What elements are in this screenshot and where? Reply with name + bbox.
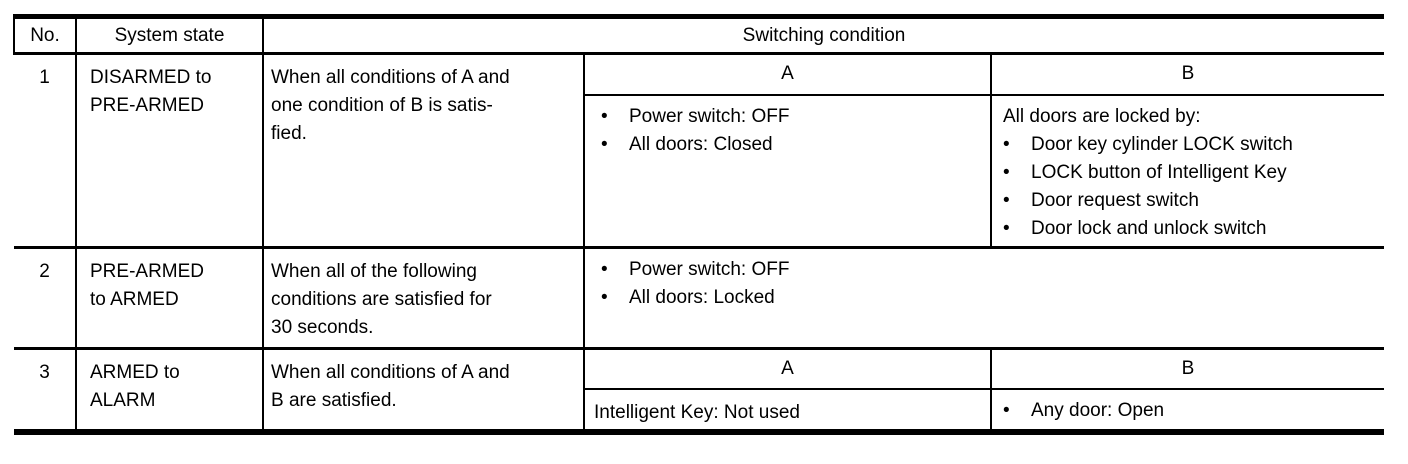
row-1-no: 1 bbox=[14, 53, 77, 249]
condition-b-intro: All doors are locked by: bbox=[1003, 105, 1201, 127]
table-row: 1 DISARMED to PRE-ARMED When all conditi… bbox=[14, 53, 1385, 249]
row-3-subheader-a: A bbox=[584, 348, 992, 390]
col-header-no: No. bbox=[13, 14, 77, 55]
bullet-label: Door key cylinder LOCK switch bbox=[1031, 133, 1293, 155]
row-3-condition-a: Intelligent Key: Not used bbox=[584, 388, 992, 435]
bullet-icon: • bbox=[601, 105, 608, 127]
row-2-description: When all of the following conditions are… bbox=[263, 247, 585, 350]
row-2-condition: • Power switch: OFF • All doors: Locked bbox=[584, 247, 1385, 350]
table-row: • Power switch: OFF • All doors: Closed All… bbox=[14, 94, 1385, 249]
bullet-item: • Power switch: OFF bbox=[601, 256, 1378, 284]
bullet-icon: • bbox=[1003, 217, 1010, 239]
switching-condition-table: No. System state Switching condition 1 D… bbox=[13, 14, 1385, 435]
bullet-item: • Door request switch bbox=[1003, 187, 1378, 215]
row-1-subheader-b: B bbox=[991, 53, 1385, 96]
table-row: 3 ARMED to ALARM When all conditions of … bbox=[14, 348, 1385, 435]
row-1-subheader-a: A bbox=[584, 53, 992, 96]
bullet-label: Power switch: OFF bbox=[629, 259, 790, 280]
bullet-label: All doors: Locked bbox=[629, 287, 775, 308]
table-header-row: No. System state Switching condition bbox=[13, 14, 1385, 55]
bullet-icon: • bbox=[601, 259, 608, 280]
bullet-label: Any door: Open bbox=[1031, 399, 1165, 421]
bullet-item: • All doors: Closed bbox=[601, 131, 984, 159]
bullet-icon: • bbox=[601, 133, 608, 155]
table-row: Intelligent Key: Not used • Any door: Ope… bbox=[14, 388, 1385, 435]
bullet-icon: • bbox=[1003, 161, 1010, 183]
row-3-subheader-b: B bbox=[991, 348, 1385, 390]
bullet-item: • LOCK button of Intelligent Key bbox=[1003, 159, 1378, 187]
row-1-system-state: DISARMED to PRE-ARMED bbox=[76, 53, 264, 249]
bullet-icon: • bbox=[601, 287, 608, 308]
bullet-label: Power switch: OFF bbox=[629, 105, 790, 127]
bullet-item: • All doors: Locked bbox=[601, 284, 1378, 312]
bullet-item: • Power switch: OFF bbox=[601, 103, 984, 131]
row-3-no: 3 bbox=[14, 348, 77, 435]
bullet-label: All doors: Closed bbox=[629, 133, 773, 155]
bullet-item: • Door lock and unlock switch bbox=[1003, 215, 1378, 243]
bullet-label: Door lock and unlock switch bbox=[1031, 217, 1267, 239]
bullet-item: • Door key cylinder LOCK switch bbox=[1003, 131, 1378, 159]
col-header-system-state: System state bbox=[76, 14, 264, 55]
bullet-item: • Any door: Open bbox=[1003, 397, 1378, 425]
row-1-condition-a: • Power switch: OFF • All doors: Closed bbox=[584, 94, 992, 249]
row-2-system-state: PRE-ARMED to ARMED bbox=[76, 247, 264, 350]
row-1-condition-b: All doors are locked by: • Door key cylin… bbox=[991, 94, 1385, 249]
col-header-switching-condition: Switching condition bbox=[263, 14, 1385, 55]
row-2-no: 2 bbox=[14, 247, 77, 350]
bullet-icon: • bbox=[1003, 399, 1010, 421]
row-3-description: When all conditions of A and B are satis… bbox=[263, 348, 585, 435]
table-row: 2 PRE-ARMED to ARMED When all of the fol… bbox=[14, 247, 1385, 350]
row-1-description: When all conditions of A and one conditi… bbox=[263, 53, 585, 249]
row-3-system-state: ARMED to ALARM bbox=[76, 348, 264, 435]
bullet-label: Door request switch bbox=[1031, 189, 1199, 211]
bullet-label: LOCK button of Intelligent Key bbox=[1031, 161, 1287, 183]
row-3-condition-b: • Any door: Open bbox=[991, 388, 1385, 435]
bullet-icon: • bbox=[1003, 189, 1010, 211]
bullet-icon: • bbox=[1003, 133, 1010, 155]
